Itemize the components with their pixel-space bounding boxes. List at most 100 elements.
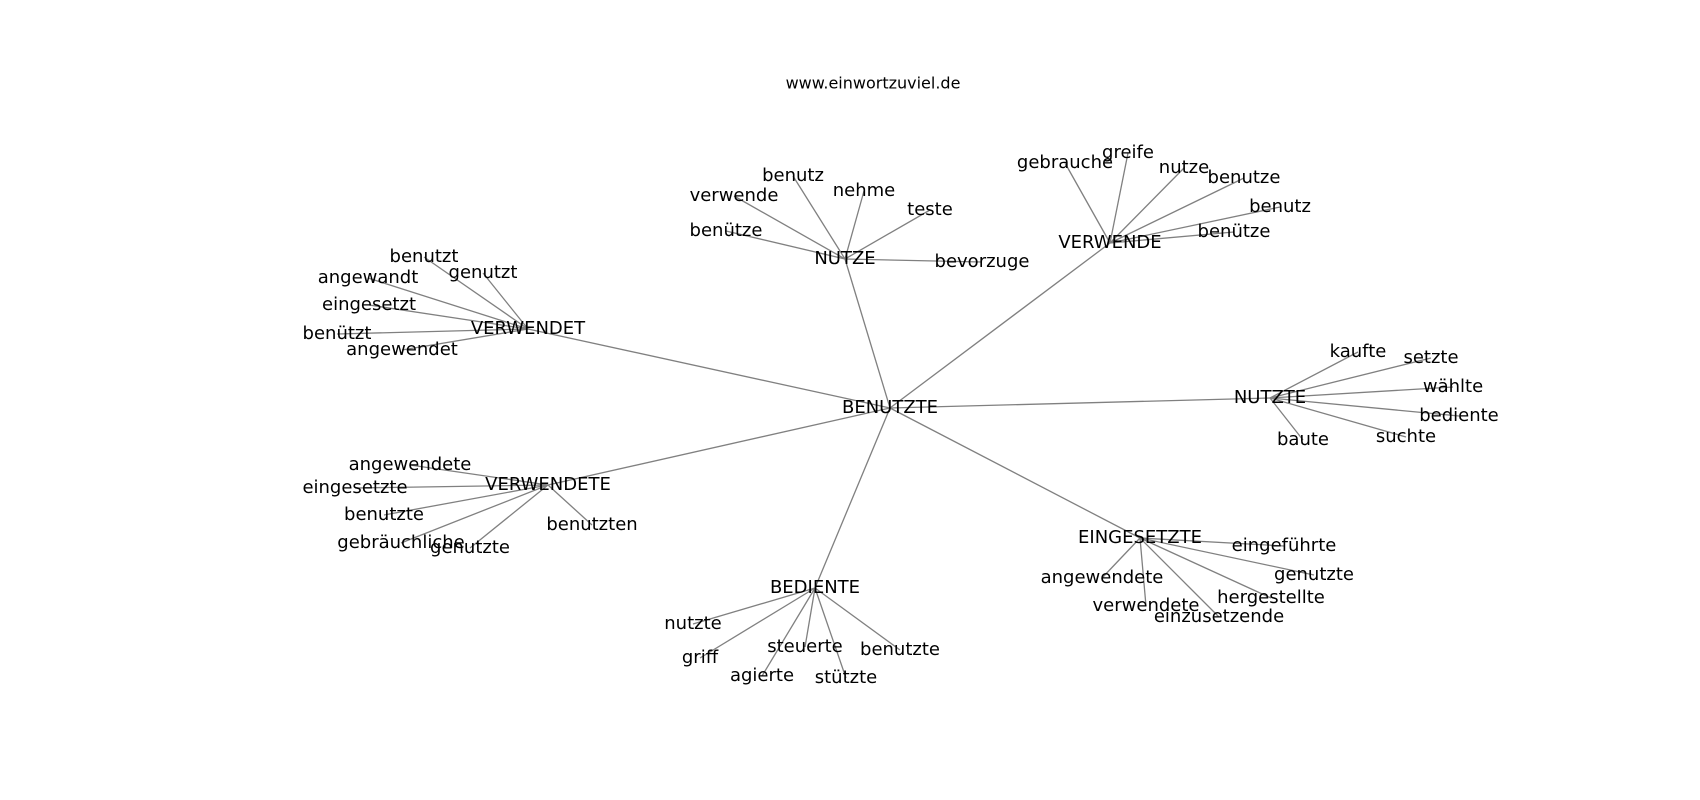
leaf-node-nutzte: wählte bbox=[1423, 376, 1483, 397]
edge-verwende-3 bbox=[1109, 177, 1245, 244]
edge-verwendete-5 bbox=[469, 484, 549, 549]
edge-verwendet-0 bbox=[423, 256, 529, 330]
leaf-node-nutzte: suchte bbox=[1376, 426, 1436, 447]
root-node-label: BENUTZTE bbox=[842, 397, 938, 418]
edge-verwendete-1 bbox=[354, 484, 549, 489]
edge-verwendete-2 bbox=[383, 484, 549, 516]
edge-nutze-1 bbox=[844, 190, 865, 260]
leaf-node-verwendete: angewendete bbox=[349, 454, 472, 475]
leaf-node-eingesetzte: angewendete bbox=[1041, 567, 1164, 588]
edge-nutzte-1 bbox=[1269, 357, 1432, 399]
leaf-node-nutzte: bediente bbox=[1419, 405, 1499, 426]
leaf-node-verwendet: benutzt bbox=[390, 246, 459, 267]
edge-bediente-1 bbox=[699, 587, 816, 659]
leaf-node-verwende: greife bbox=[1102, 142, 1154, 163]
edge-verwendet-1 bbox=[482, 272, 529, 330]
leaf-node-verwendet: benützt bbox=[303, 323, 372, 344]
leaf-node-verwende: nutze bbox=[1159, 157, 1209, 178]
edge-nutze-0 bbox=[792, 175, 846, 260]
leaf-node-verwendete: gebräuchliche bbox=[337, 532, 464, 553]
leaf-node-verwende: gebrauche bbox=[1017, 152, 1113, 173]
leaf-node-verwendete: benutzten bbox=[546, 514, 637, 535]
leaf-node-verwendet: genutzt bbox=[449, 262, 518, 283]
leaf-node-nutze: bevorzuge bbox=[935, 251, 1030, 272]
edge-root-verwendete bbox=[547, 407, 891, 486]
edge-verwendet-5 bbox=[401, 328, 529, 351]
leaf-node-bediente: agierte bbox=[730, 665, 794, 686]
edge-nutzte-0 bbox=[1269, 351, 1359, 399]
leaf-node-bediente: stützte bbox=[815, 667, 877, 688]
hub-node-nutzte: NUTZTE bbox=[1234, 387, 1306, 408]
leaf-node-verwende: benütze bbox=[1198, 221, 1271, 242]
leaf-node-verwendete: benutzte bbox=[344, 504, 424, 525]
labels-layer: www.einwortzuviel.de BENUTZTE NUTZE benutz… bbox=[302, 74, 1498, 689]
edge-eingesetzte-0 bbox=[1139, 537, 1285, 547]
edge-root-nutzte bbox=[889, 397, 1271, 409]
edge-bediente-5 bbox=[814, 587, 847, 679]
leaf-node-verwende: benutze bbox=[1208, 167, 1281, 188]
leaf-node-nutze: benütze bbox=[690, 220, 763, 241]
leaf-node-eingesetzte: genutzte bbox=[1274, 564, 1354, 585]
edge-verwendet-2 bbox=[367, 277, 529, 330]
leaf-node-nutzte: setzte bbox=[1403, 347, 1458, 368]
leaf-node-nutze: nehme bbox=[833, 180, 896, 201]
leaf-node-nutze: benutz bbox=[762, 165, 824, 186]
edge-root-verwende bbox=[889, 242, 1111, 409]
edge-verwendet-3 bbox=[368, 304, 529, 330]
edge-eingesetzte-5 bbox=[1139, 537, 1220, 618]
leaf-node-eingesetzte: eingeführte bbox=[1232, 535, 1337, 556]
edge-eingesetzte-2 bbox=[1139, 537, 1315, 576]
edge-verwendete-4 bbox=[400, 484, 549, 544]
edge-eingesetzte-3 bbox=[1139, 537, 1272, 599]
edge-nutzte-2 bbox=[1269, 386, 1454, 399]
leaf-node-bediente: griff bbox=[682, 647, 719, 668]
hub-node-eingesetzte: EINGESETZTE bbox=[1078, 527, 1202, 548]
edges-layer bbox=[336, 152, 1460, 679]
leaf-node-eingesetzte: verwendete bbox=[1093, 595, 1200, 616]
leaf-node-nutzte: kaufte bbox=[1330, 341, 1387, 362]
leaf-node-bediente: benutzte bbox=[860, 639, 940, 660]
edge-eingesetzte-1 bbox=[1101, 537, 1141, 579]
edge-nutzte-3 bbox=[1269, 397, 1460, 417]
leaf-node-bediente: steuerte bbox=[767, 636, 843, 657]
hub-node-verwende: VERWENDE bbox=[1058, 232, 1161, 253]
edge-root-verwendet bbox=[527, 328, 891, 409]
leaf-node-verwendete: eingesetzte bbox=[302, 477, 407, 498]
edge-eingesetzte-4 bbox=[1139, 537, 1147, 607]
edge-nutze-5 bbox=[844, 258, 983, 263]
edge-bediente-0 bbox=[692, 587, 816, 625]
leaf-node-verwendete: genutzte bbox=[430, 537, 510, 558]
leaf-node-verwendet: angewendet bbox=[346, 339, 458, 360]
leaf-node-eingesetzte: hergestellte bbox=[1217, 587, 1325, 608]
edge-bediente-4 bbox=[761, 587, 816, 677]
edge-verwende-0 bbox=[1064, 162, 1111, 244]
edge-nutze-3 bbox=[844, 209, 931, 260]
edge-bediente-2 bbox=[804, 587, 816, 648]
edge-verwende-2 bbox=[1109, 167, 1185, 244]
edge-bediente-3 bbox=[814, 587, 901, 651]
leaf-node-verwendet: angewandt bbox=[318, 267, 419, 288]
leaf-node-nutze: teste bbox=[907, 199, 953, 220]
leaf-node-bediente: nutzte bbox=[664, 613, 721, 634]
leaf-node-nutze: verwende bbox=[690, 185, 779, 206]
edge-root-eingesetzte bbox=[889, 407, 1141, 539]
edge-nutzte-4 bbox=[1269, 397, 1407, 438]
edge-nutze-2 bbox=[733, 195, 846, 260]
leaf-node-nutzte: baute bbox=[1277, 429, 1329, 450]
edge-verwende-5 bbox=[1109, 231, 1235, 244]
site-title: www.einwortzuviel.de bbox=[786, 74, 961, 93]
edge-root-nutze bbox=[844, 258, 891, 409]
edge-verwendete-3 bbox=[547, 484, 593, 526]
edge-nutze-4 bbox=[725, 230, 846, 260]
edge-verwendete-0 bbox=[409, 464, 549, 486]
hub-node-bediente: BEDIENTE bbox=[770, 577, 860, 598]
edge-nutzte-5 bbox=[1269, 397, 1304, 441]
leaf-node-eingesetzte: einzusetzende bbox=[1154, 606, 1284, 627]
hub-node-nutze: NUTZE bbox=[814, 248, 875, 269]
edge-verwendet-4 bbox=[336, 328, 529, 335]
hub-node-verwendet: VERWENDET bbox=[471, 318, 586, 339]
leaf-node-verwendet: eingesetzt bbox=[322, 294, 416, 315]
edge-root-bediente bbox=[814, 407, 891, 589]
edge-verwende-4 bbox=[1109, 206, 1281, 244]
